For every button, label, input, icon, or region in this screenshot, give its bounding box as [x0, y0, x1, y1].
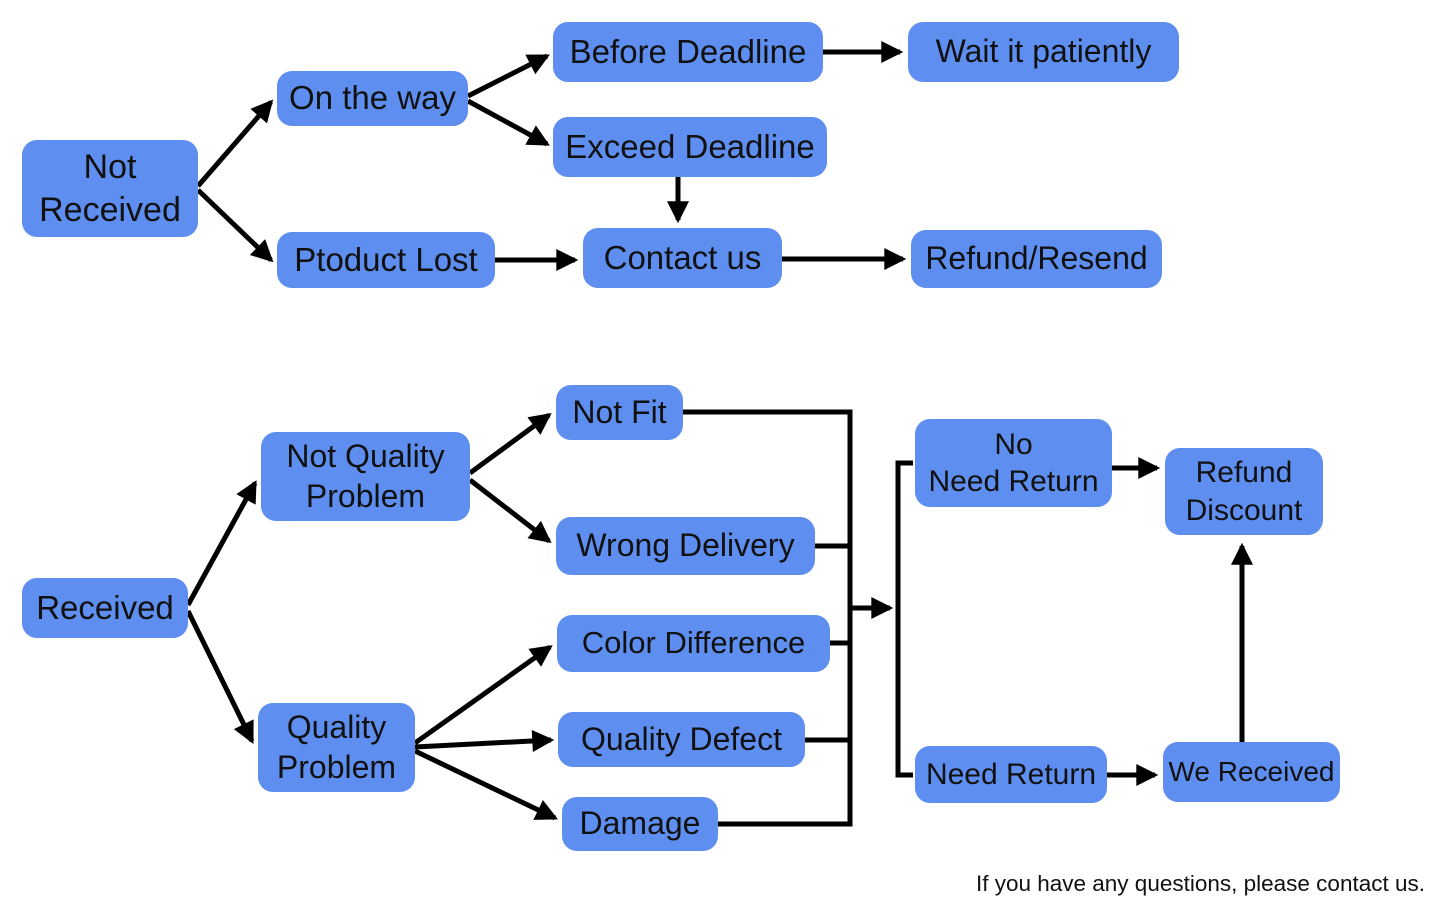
node-exceed-deadline: Exceed Deadline — [553, 117, 827, 177]
edge-on-the-way-to-before-deadline — [466, 53, 550, 99]
caption-text: If you have any questions, please contac… — [975, 871, 1425, 896]
node-refund-resend: Refund/Resend — [911, 230, 1162, 288]
edge-qp-to-quality-defect — [414, 729, 555, 752]
edge-not-received-to-on-the-way — [196, 99, 274, 188]
edge-not-received-to-ptoduct-lost — [196, 188, 274, 263]
edge-on-the-way-to-exceed-deadline — [466, 98, 550, 147]
edge-nqp-to-wrong-delivery — [468, 478, 552, 544]
node-wrong-delivery: Wrong Delivery — [556, 517, 815, 575]
node-color-difference: Color Difference — [557, 615, 830, 672]
node-contact-us: Contact us — [583, 228, 782, 288]
node-not-quality-problem: Not Quality Problem — [261, 432, 470, 521]
edge-qp-to-damage — [413, 748, 558, 821]
node-before-deadline: Before Deadline — [553, 22, 823, 82]
node-no-need-return: No Need Return — [915, 419, 1112, 507]
node-not-received: Not Received — [22, 140, 198, 237]
node-quality-defect: Quality Defect — [558, 712, 805, 767]
collector-not-fit-damage-rail — [683, 409, 853, 827]
edge-received-to-not-quality-problem — [185, 480, 258, 607]
branch-return-rail — [895, 460, 913, 778]
node-ptoduct-lost: Ptoduct Lost — [277, 232, 495, 288]
node-quality-problem: Quality Problem — [258, 703, 415, 792]
edges — [185, 40, 1254, 827]
node-damage: Damage — [562, 797, 718, 851]
node-need-return: Need Return — [915, 746, 1107, 803]
node-received: Received — [22, 578, 188, 638]
edge-received-to-quality-problem — [185, 609, 255, 744]
edge-nqp-to-not-fit — [468, 412, 552, 476]
node-we-received: We Received — [1163, 742, 1340, 802]
node-on-the-way: On the way — [277, 71, 468, 126]
node-refund-discount: Refund Discount — [1165, 448, 1323, 535]
edge-qp-to-color-difference — [413, 644, 553, 746]
node-wait-it-patiently: Wait it patiently — [908, 22, 1179, 82]
node-not-fit: Not Fit — [556, 385, 683, 440]
